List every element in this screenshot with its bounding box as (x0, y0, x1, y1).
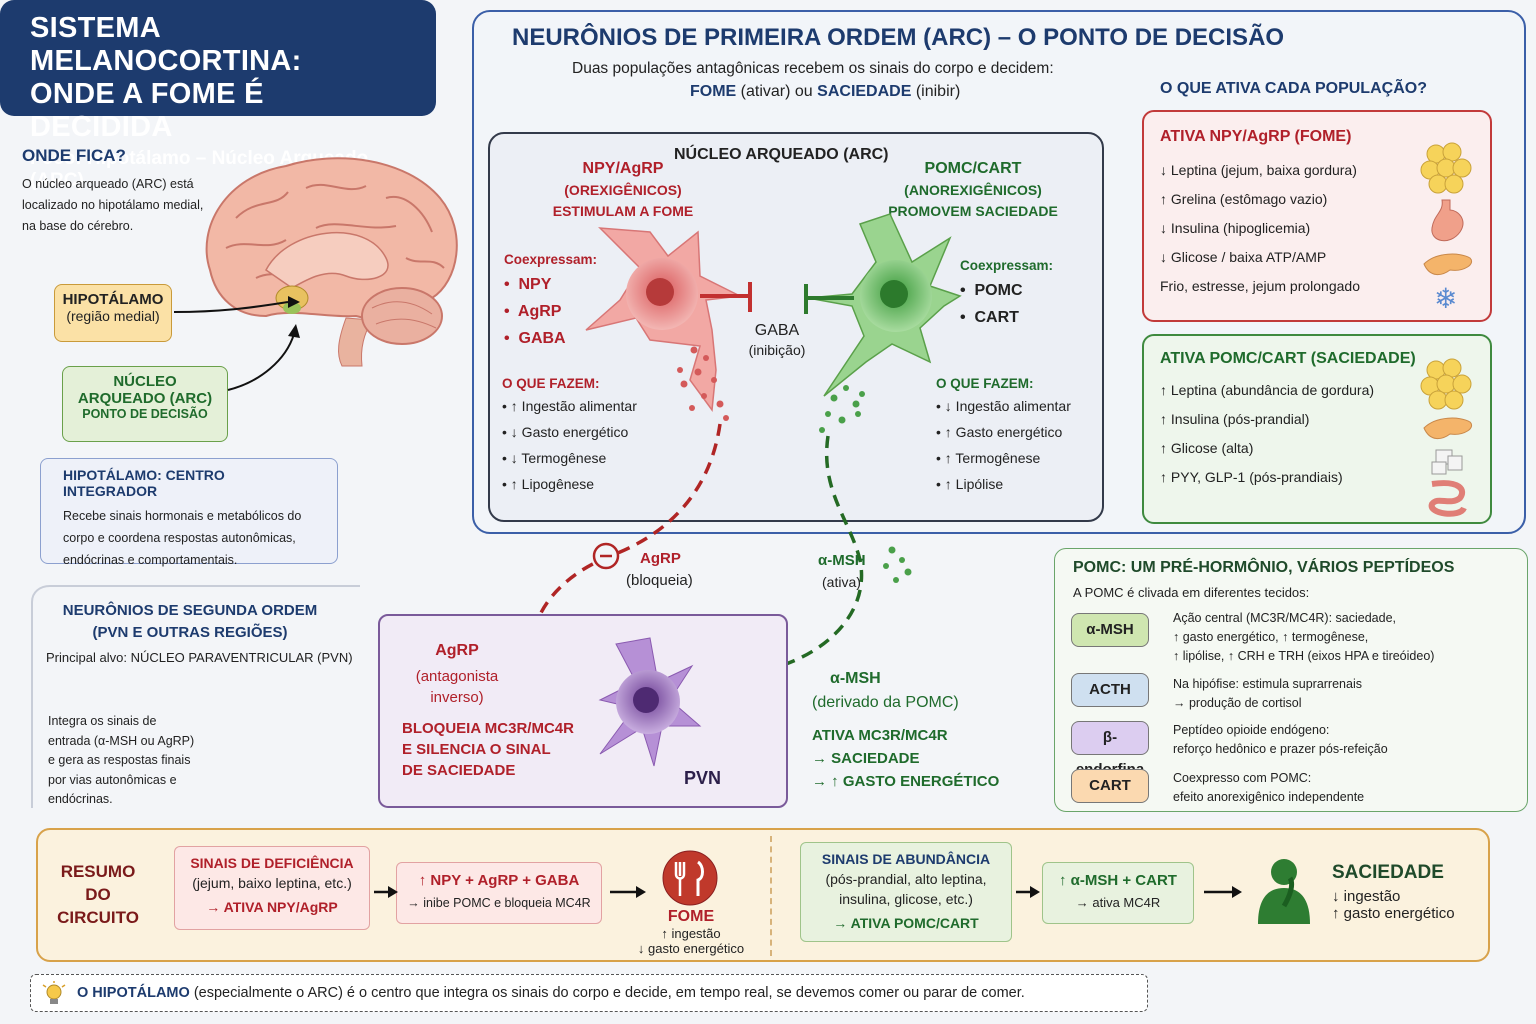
pvn-amsh-sub: (derivado da POMC) (812, 694, 959, 711)
pathway-agrp: AgRP (640, 550, 681, 567)
pomc-activator: ↑ Insulina (pós-prandial) (1160, 411, 1310, 427)
first-order-heading: NEURÔNIOS DE PRIMEIRA ORDEM (ARC) – O PO… (512, 24, 1285, 51)
npy-coexp-item: • GABA (504, 330, 566, 347)
abundance-box: SINAIS DE ABUNDÂNCIA (pós-prandial, alto… (800, 842, 1012, 942)
pancreas-icon (1423, 417, 1472, 439)
peptide-cart-pill: CART (1071, 769, 1149, 803)
title-banner: SISTEMA MELANOCORTINA: ONDE A FOME É DEC… (0, 0, 436, 191)
lightbulb-icon (42, 981, 66, 1004)
npy-activator: ↓ Insulina (hipoglicemia) (1160, 220, 1311, 236)
peptide-cart-desc: Coexpresso com POMC:efeito anorexigênico… (1173, 771, 1365, 804)
pathway-agrp-sub: (bloqueia) (626, 572, 693, 589)
npy-neuron-icon (585, 227, 752, 413)
peptide-amsh-desc: Ação central (MC3R/MC4R): saciedade,↑ ga… (1173, 611, 1435, 663)
npy-activator: ↓ Glicose / baixa ATP/AMP (1160, 249, 1327, 265)
title-line-2: ONDE A FOME É DECIDIDA (30, 78, 264, 143)
peptide-amsh-pill: α-MSH (1071, 613, 1149, 647)
pomc-effects: O QUE FAZEM: • ↓ Ingestão alimentar • ↑ … (936, 376, 1071, 497)
pvn-label: PVN (684, 768, 722, 788)
pomc-effect: • ↑ Termogênese (936, 450, 1041, 466)
pomc-activator: ↑ PYY, GLP-1 (pós-prandiais) (1160, 469, 1343, 485)
npy-activator: Frio, estresse, jejum prolongado (1160, 278, 1360, 294)
npy-effects: O QUE FAZEM: • ↑ Ingestão alimentar • ↓ … (502, 376, 637, 497)
snowflake-icon: ❄ (1434, 282, 1457, 312)
pomc-activators-box: ATIVA POMC/CART (SACIEDADE) ↑ Leptina (a… (1142, 334, 1492, 524)
brain-pointer-arrows (173, 296, 300, 391)
npy-coexp-item: • NPY (504, 276, 552, 293)
where-heading: ONDE FICA? (22, 146, 126, 165)
arc-label: NÚCLEO ARQUEADO (ARC) PONTO DE DECISÃO (62, 366, 228, 442)
pvn-amsh-effects: ATIVA MC3R/MC4R→ SACIEDADE→ ↑ GASTO ENER… (812, 727, 1000, 790)
peptide-endorphin-desc: Peptídeo opioide endógeno:reforço hedôni… (1173, 723, 1388, 756)
pvn-neuron-icon (598, 637, 702, 767)
second-order-frame (31, 585, 360, 808)
npy-effect: • ↓ Termogênese (502, 450, 607, 466)
pomc-vesicles (819, 385, 912, 583)
deficiency-box: SINAIS DE DEFICIÊNCIA (jejum, baixo lept… (174, 846, 370, 930)
second-order-heading: NEURÔNIOS DE SEGUNDA ORDEM(PVN E OUTRAS … (62, 602, 318, 641)
title-line-1: SISTEMA MELANOCORTINA: (30, 12, 302, 77)
summary-arrows (374, 886, 1242, 898)
peptide-acth-pill: ACTH (1071, 673, 1149, 707)
hypothalamus-label: HIPOTÁLAMO (região medial) (54, 284, 172, 342)
saciedade-result: SACIEDADE ↓ ingestão ↑ gasto energético (1332, 862, 1455, 922)
pomc-coexp-item: • CART (960, 309, 1019, 326)
pomc-effect: • ↓ Ingestão alimentar (936, 398, 1071, 414)
first-order-sub: Duas populações antagônicas recebem os s… (572, 60, 1054, 77)
npy-step-box: ↑ NPY + AgRP + GABA → inibe POMC e bloqu… (396, 862, 602, 924)
gaba-label: GABA (inibição) (748, 322, 806, 358)
arc-title: NÚCLEO ARQUEADO (ARC) (674, 146, 889, 163)
npy-effect: • ↑ Lipogênese (502, 476, 595, 492)
brain-icon (205, 157, 458, 367)
integrator-box: HIPOTÁLAMO: CENTRO INTEGRADOR Recebe sin… (40, 458, 338, 567)
agrp-pathway (531, 423, 722, 708)
second-order-target: Principal alvo: NÚCLEO PARAVENTRICULAR (… (46, 650, 353, 665)
npy-header: NPY/AgRP (OREXIGÊNICOS) ESTIMULAM A FOME (552, 160, 694, 219)
sugar-cube-icon (1431, 449, 1463, 475)
peptide-endorphin-pill: β-endorfina (1071, 721, 1149, 778)
npy-activator: ↑ Grelina (estômago vazio) (1160, 191, 1328, 207)
activators-heading: O QUE ATIVA CADA POPULAÇÃO? (1160, 80, 1427, 97)
title-focus: Foco: Hipotálamo – Núcleo Arqueado (ARC) (30, 148, 369, 191)
fome-result: FOME ↑ ingestão ↓ gasto energético (637, 908, 745, 956)
npy-activator: ↓ Leptina (jejum, baixa gordura) (1160, 162, 1357, 178)
intestine-icon (1428, 480, 1467, 517)
pomc-activator: ↑ Leptina (abundância de gordura) (1160, 382, 1375, 398)
summary-divider (770, 836, 772, 956)
pathway-amsh-sub: (ativa) (822, 574, 861, 590)
first-order-choice: FOME (ativar) ou SACIEDADE (inibir) (690, 83, 961, 100)
amsh-pathway (779, 435, 864, 668)
npy-effect: • ↑ Ingestão alimentar (502, 398, 637, 414)
pomc-effect: • ↑ Gasto energético (936, 424, 1063, 440)
amsh-step-box: ↑ α-MSH + CART → ativa MC4R (1042, 862, 1194, 924)
pancreas-icon (1423, 253, 1472, 275)
npy-coexp-item: • AgRP (504, 303, 562, 320)
pathway-amsh: α-MSH (818, 552, 866, 569)
peptide-acth-desc: Na hipófise: estimula suprarrenais→ prod… (1173, 677, 1362, 710)
fork-knife-icon (662, 850, 718, 906)
pomc-effect: • ↑ Lipólise (936, 476, 1004, 492)
npy-effect: • ↓ Gasto energético (502, 424, 629, 440)
npy-activators-box: ATIVA NPY/AgRP (FOME) ↓ Leptina (jejum, … (1142, 110, 1492, 322)
npy-coexpress: Coexpressam: • NPY • AgRP • GABA (504, 252, 597, 352)
person-satiated-icon (1258, 859, 1310, 924)
pvn-amsh: α-MSH (830, 670, 881, 687)
footer-note: O HIPOTÁLAMO (especialmente o ARC) é o c… (30, 974, 1148, 1012)
pomc-header: POMC/CART (ANOREXIGÊNICOS) PROMOVEM SACI… (888, 160, 1058, 219)
fat-cells-icon (1420, 358, 1472, 410)
pomc-coexpress: Coexpressam: • POMC • CART (960, 258, 1053, 331)
npy-vesicles (677, 346, 729, 421)
pomc-activator: ↑ Glicose (alta) (1160, 440, 1254, 456)
pomc-peptides-box: POMC: UM PRÉ-HORMÔNIO, VÁRIOS PEPTÍDEOS … (1054, 548, 1528, 812)
fat-cells-icon (1420, 142, 1472, 194)
pomc-neuron-icon (804, 213, 962, 397)
stomach-icon (1431, 199, 1464, 242)
pomc-coexp-item: • POMC (960, 282, 1023, 299)
